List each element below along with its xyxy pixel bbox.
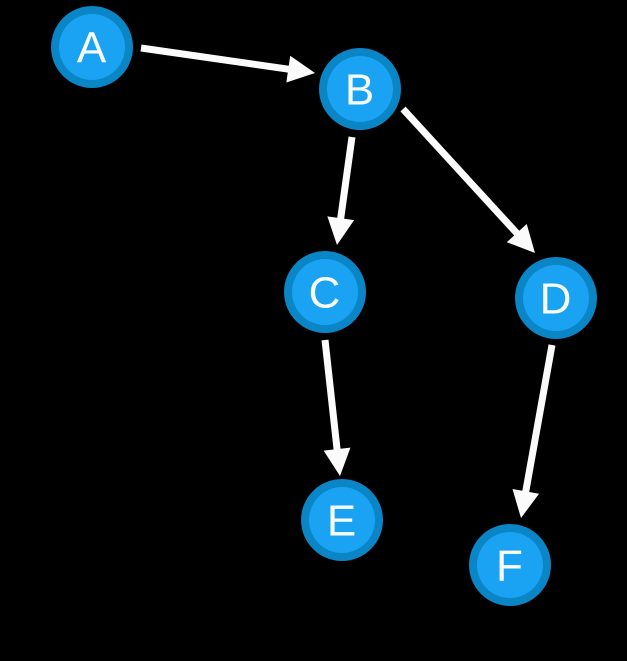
node-A[interactable]: A	[51, 6, 133, 88]
edge-line	[521, 344, 556, 495]
node-C[interactable]: C	[284, 251, 366, 333]
node-D[interactable]: D	[515, 257, 597, 339]
arrowhead-icon	[512, 489, 540, 518]
node-inner-circle	[523, 265, 589, 331]
edge-line	[321, 339, 341, 452]
node-E[interactable]: E	[301, 479, 383, 561]
edge-line	[140, 44, 291, 73]
edge-C-E	[321, 339, 351, 476]
node-label: E	[327, 497, 357, 546]
edge-A-B	[140, 44, 315, 83]
node-label: F	[496, 542, 524, 591]
node-label: B	[345, 66, 375, 115]
edge-B-D	[400, 106, 535, 253]
node-B[interactable]: B	[319, 48, 401, 130]
edge-line	[400, 106, 521, 237]
edge-D-F	[512, 344, 556, 518]
arrowhead-icon	[286, 55, 315, 83]
arrowhead-icon	[327, 216, 355, 245]
node-F[interactable]: F	[469, 524, 551, 606]
node-label: C	[309, 269, 342, 318]
node-inner-circle	[59, 14, 125, 80]
node-inner-circle	[327, 56, 393, 122]
arrowhead-icon	[323, 447, 351, 476]
node-label: A	[77, 24, 107, 73]
edge-line	[336, 136, 356, 221]
node-inner-circle	[309, 487, 375, 553]
node-label: D	[540, 275, 573, 324]
node-inner-circle	[292, 259, 358, 325]
edge-B-C	[327, 136, 356, 245]
arrowhead-icon	[506, 223, 535, 253]
node-inner-circle	[477, 532, 543, 598]
